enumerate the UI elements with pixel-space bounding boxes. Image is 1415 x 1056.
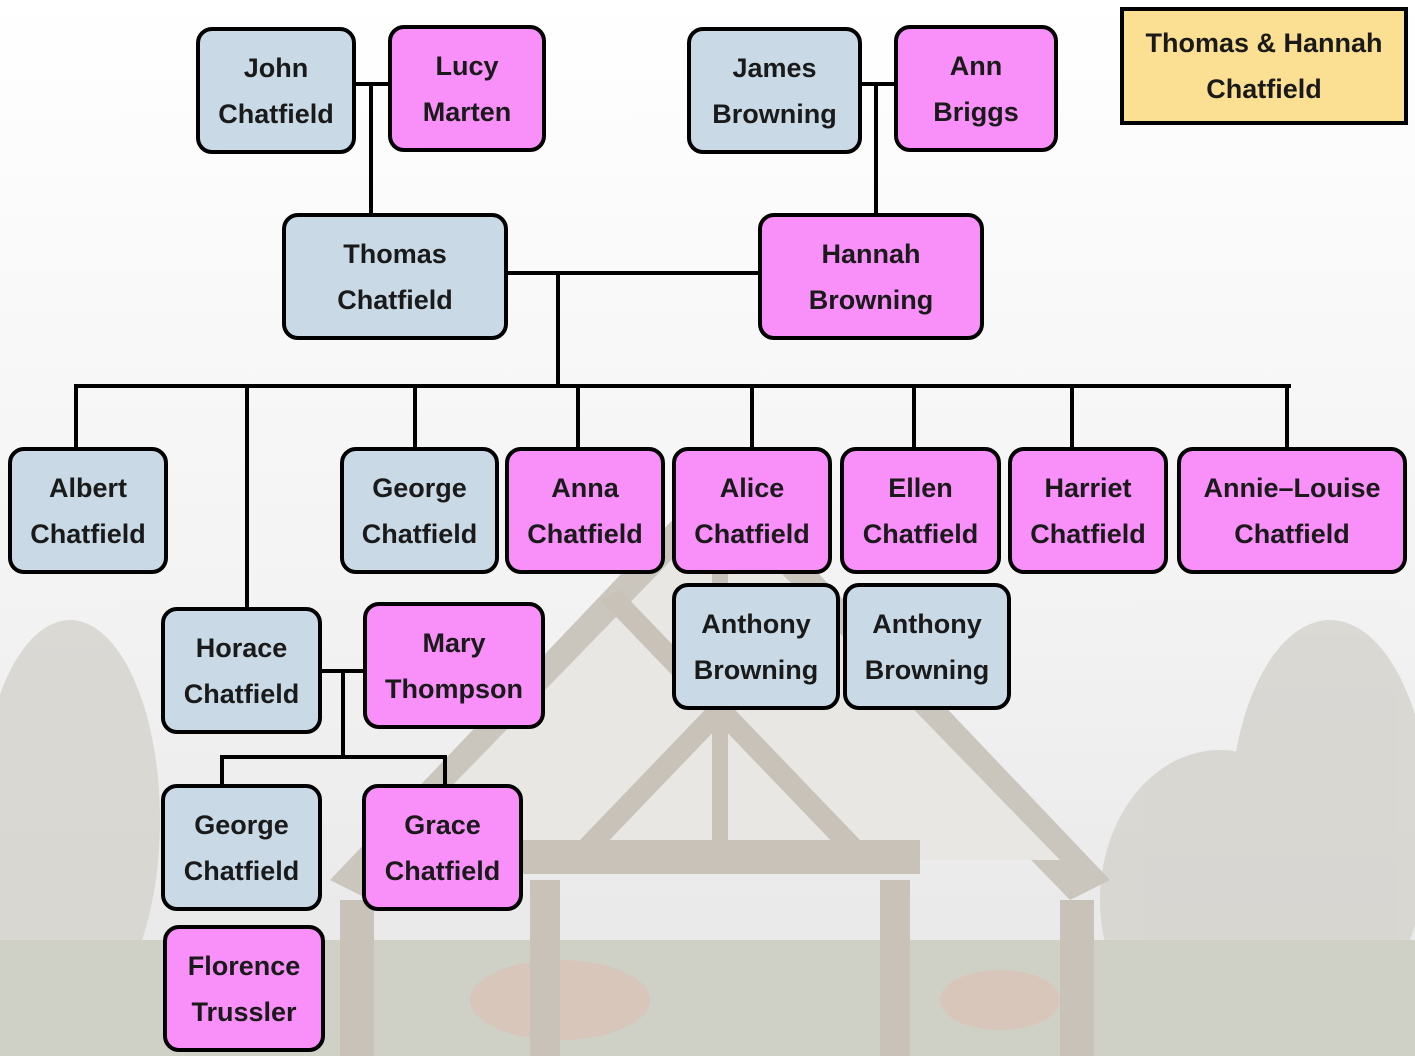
person-ann-briggs: Ann Briggs xyxy=(894,25,1058,152)
tree-title-line-2: Chatfield xyxy=(1206,74,1322,104)
person-annie-louise-chatfield: Annie–Louise Chatfield xyxy=(1177,447,1407,574)
person-anthony-browning-2: Anthony Browning xyxy=(843,583,1011,710)
person-hannah-browning: Hannah Browning xyxy=(758,213,984,340)
person-florence-trussler: Florence Trussler xyxy=(163,925,325,1052)
person-george-chatfield-2: George Chatfield xyxy=(161,784,322,911)
person-alice-chatfield: Alice Chatfield xyxy=(672,447,832,574)
person-albert-chatfield: Albert Chatfield xyxy=(8,447,168,574)
person-lucy-marten: Lucy Marten xyxy=(388,25,546,152)
person-john-chatfield: John Chatfield xyxy=(196,27,356,154)
tree-title-box: Thomas & Hannah Chatfield xyxy=(1120,7,1408,125)
person-mary-thompson: Mary Thompson xyxy=(363,602,545,729)
person-george-chatfield: George Chatfield xyxy=(340,447,499,574)
person-james-browning: James Browning xyxy=(687,27,862,154)
person-ellen-chatfield: Ellen Chatfield xyxy=(840,447,1001,574)
person-horace-chatfield: Horace Chatfield xyxy=(161,607,322,734)
tree-title-line-1: Thomas & Hannah xyxy=(1145,28,1383,58)
person-grace-chatfield: Grace Chatfield xyxy=(362,784,523,911)
person-thomas-chatfield: Thomas Chatfield xyxy=(282,213,508,340)
person-anna-chatfield: Anna Chatfield xyxy=(505,447,665,574)
person-harriet-chatfield: Harriet Chatfield xyxy=(1008,447,1168,574)
person-anthony-browning-1: Anthony Browning xyxy=(672,583,840,710)
